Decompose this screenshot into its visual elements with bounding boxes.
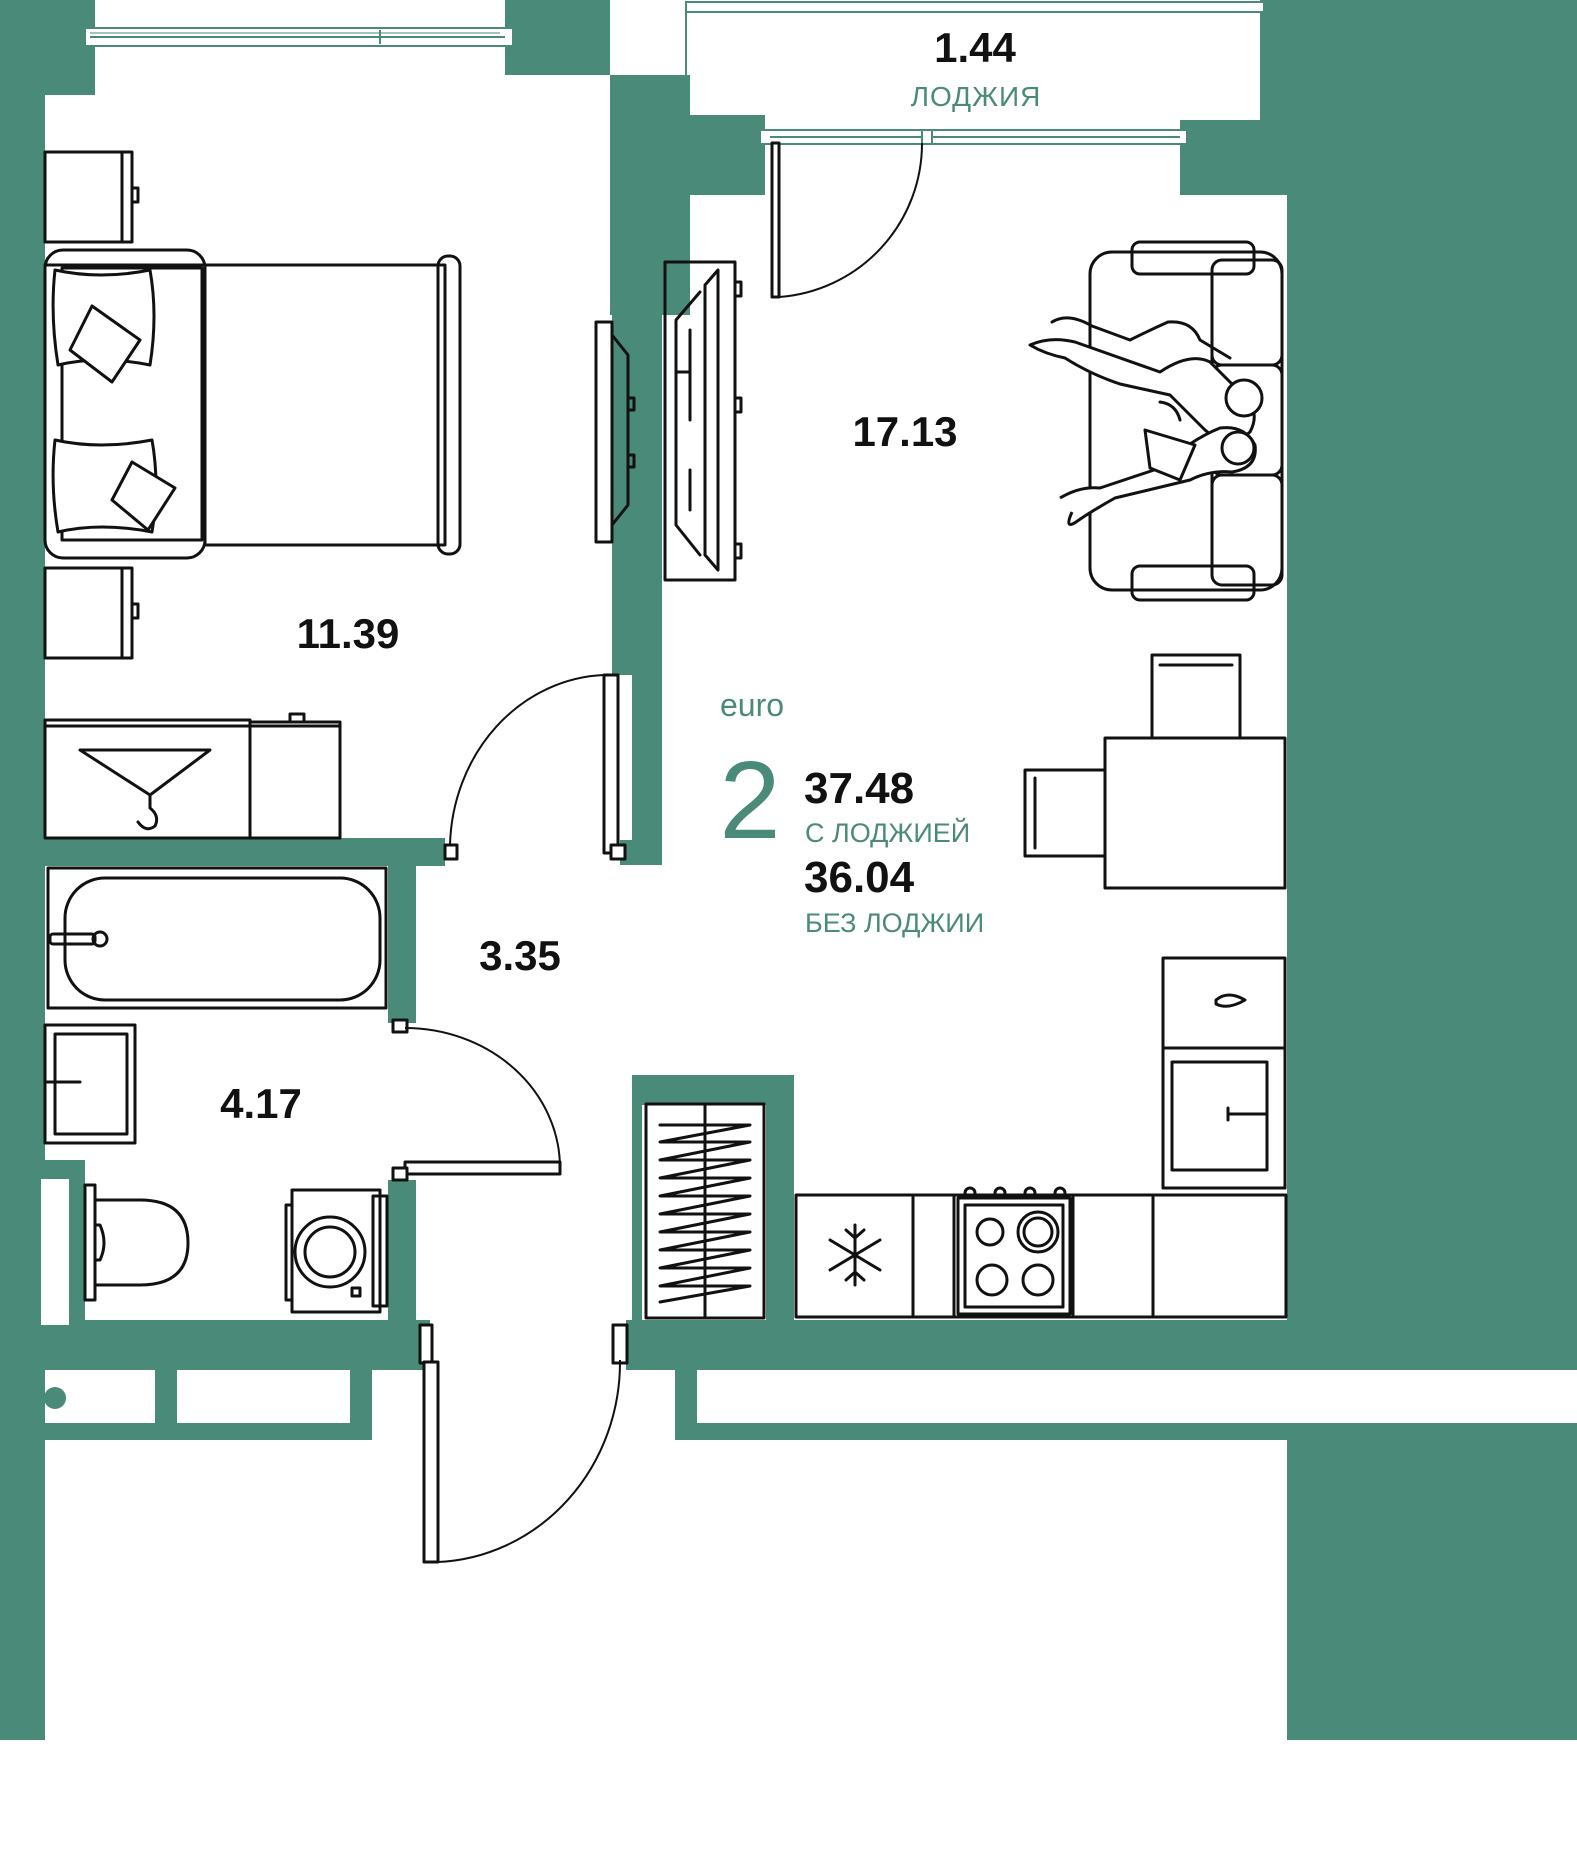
bathroom-window: [39, 1177, 71, 1327]
bedroom-window: [84, 27, 514, 47]
bottom-window-left: [177, 1370, 350, 1423]
with-loggia-label: С ЛОДЖИЕЙ: [805, 817, 970, 848]
washing-machine-icon: [284, 1188, 389, 1314]
wall-marker-left: [44, 1387, 66, 1409]
bathtub-icon: [46, 866, 388, 1010]
wardrobe-icon: [43, 712, 342, 840]
door-swing-icon: [391, 141, 924, 1564]
toilet-icon: [83, 1183, 190, 1302]
loggia-frame: [685, 1, 1265, 120]
bedroom-area: 11.39: [297, 610, 400, 657]
living-room-area: 17.13: [852, 408, 957, 455]
people-icon: [1028, 316, 1264, 526]
radiator-icon: [644, 1102, 766, 1320]
hall-area: 3.35: [479, 932, 561, 979]
kitchen-sink-icon: [1161, 1046, 1287, 1190]
tv-icon: [594, 320, 636, 544]
total-with-loggia: 37.48: [804, 764, 914, 813]
loggia-area: 1.44: [934, 24, 1016, 71]
hanger-icon: [78, 748, 212, 831]
living-window: [759, 129, 1188, 145]
bottom-window-right: [697, 1370, 1577, 1423]
without-loggia-label: БЕЗ ЛОДЖИИ: [805, 908, 984, 938]
stove-icon: [956, 1186, 1072, 1316]
bathroom-area: 4.17: [220, 1080, 302, 1127]
euro-label: euro: [720, 687, 784, 723]
nightstand-icon: [43, 150, 140, 660]
chair-icon: [1023, 653, 1242, 858]
snowflake-icon: [828, 1223, 882, 1287]
dining-table-icon: [1103, 736, 1287, 890]
total-without-loggia: 36.04: [804, 853, 915, 902]
pillow-icon: [51, 268, 177, 534]
bed-icon: [43, 248, 462, 560]
kitchen-counter: [794, 1186, 1288, 1319]
fridge-icon: [1161, 956, 1287, 1050]
rooms-count: 2: [719, 739, 780, 862]
loggia-label: ЛОДЖИЯ: [911, 81, 1042, 112]
sink-icon: [43, 1023, 137, 1145]
tv-icon: [663, 260, 743, 582]
walls: [0, 0, 1577, 1740]
